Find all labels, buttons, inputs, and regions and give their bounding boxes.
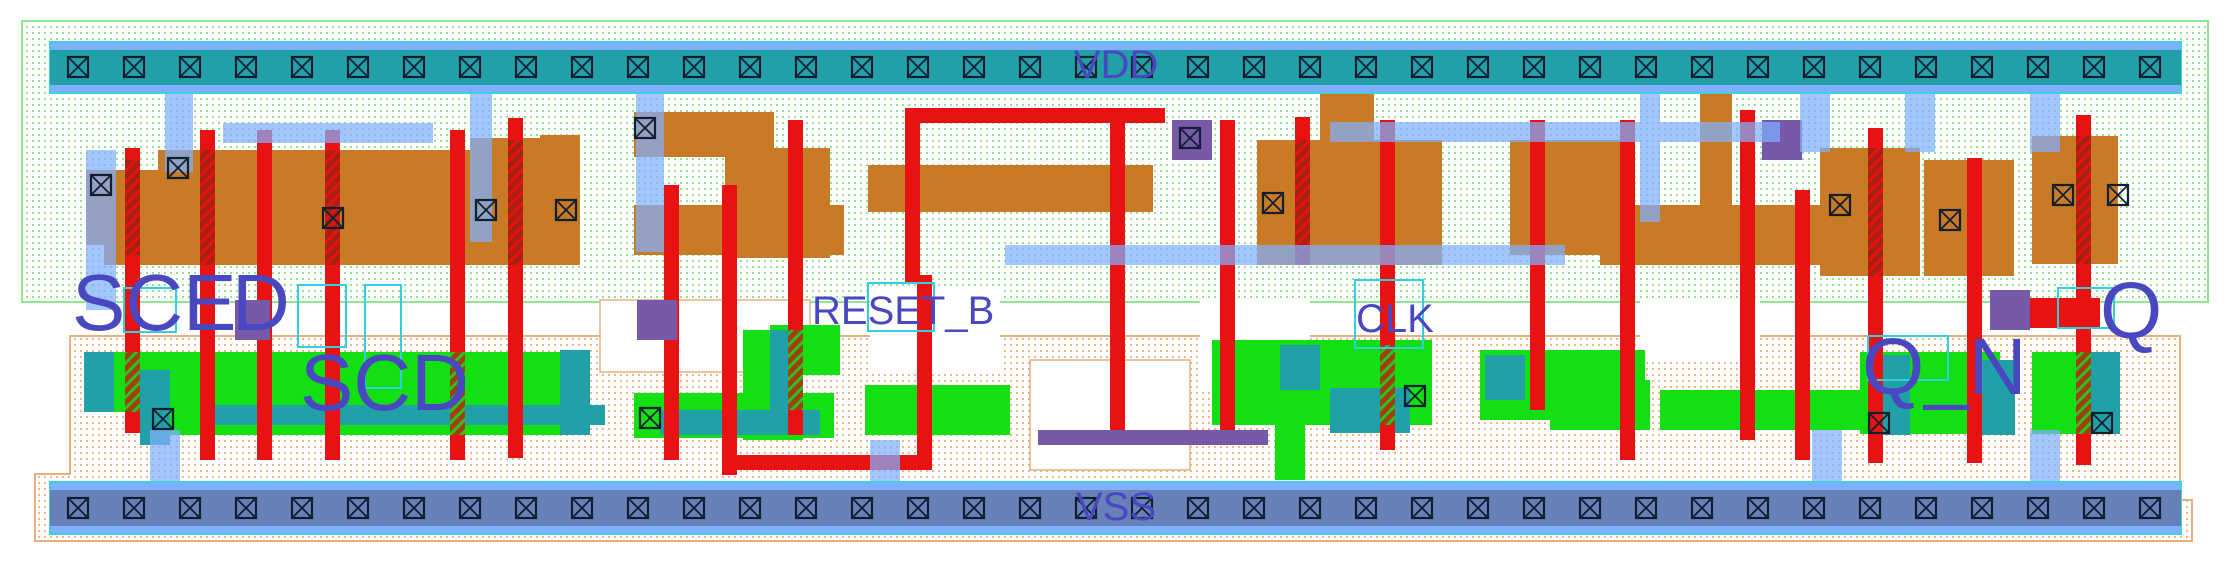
q-pin-label[interactable]: Q xyxy=(2100,266,2162,355)
vdd-label: VDD xyxy=(1074,43,1158,87)
sce-pin-label[interactable]: SCE xyxy=(72,258,237,347)
vss-label: VSS xyxy=(1076,485,1156,529)
pin-boxes xyxy=(123,279,2115,389)
net-labels: VDD VSS SCE D SCD RESET_B CLK Q_N Q xyxy=(72,43,2162,529)
q-n-pin-label[interactable]: Q_N xyxy=(1862,322,2027,411)
vdd-rail[interactable] xyxy=(49,41,2182,94)
met1-layer xyxy=(86,92,2060,485)
gate-layer xyxy=(125,136,2091,435)
d-pin-label[interactable]: D xyxy=(232,258,290,347)
scd-pin-label[interactable]: SCD xyxy=(300,338,469,427)
clk-pin-label[interactable]: CLK xyxy=(1356,297,1434,341)
vss-rail[interactable] xyxy=(49,481,2182,535)
reset-b-pin-label[interactable]: RESET_B xyxy=(812,289,994,333)
